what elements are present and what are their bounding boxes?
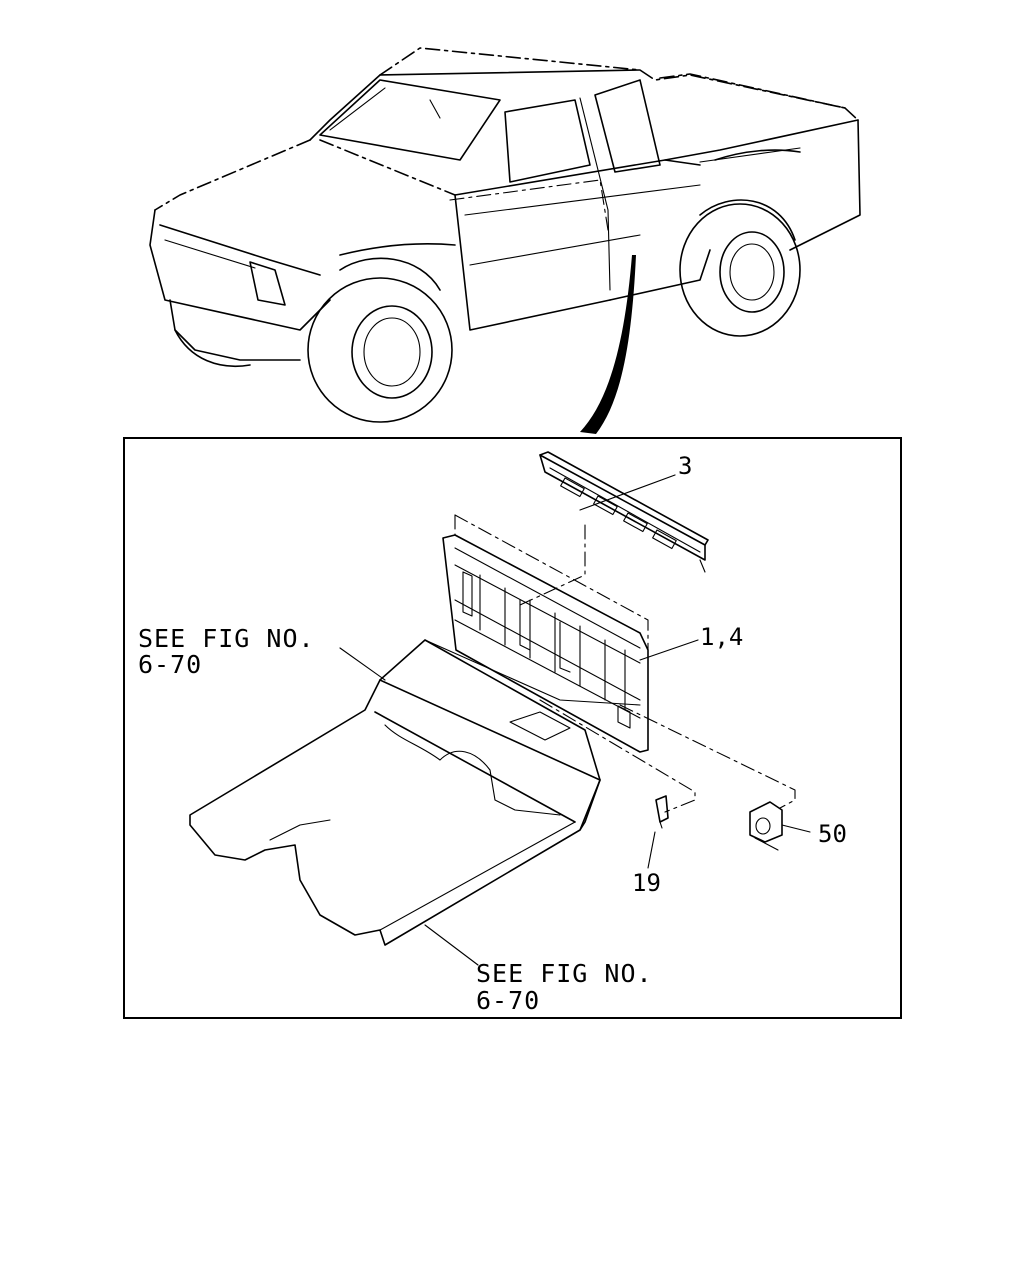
detail-frame [123,437,902,1019]
reference-upper-line2: 6-70 [138,650,202,679]
floor-panel [189,639,641,946]
reference-upper-line1: SEE FIG NO. [138,624,315,653]
part-50-mount [749,801,783,851]
callout-part-1-4: 1,4 [700,623,743,651]
pickup-truck-illustration [149,47,861,434]
callout-part-3: 3 [678,452,692,480]
connection-lines [339,474,811,966]
part-3-rail [539,451,709,573]
part-19-bracket [655,795,669,829]
callout-part-50: 50 [818,820,847,848]
reference-lower-line1: SEE FIG NO. [476,959,653,988]
reference-lower-line2: 6-70 [476,986,540,1015]
callout-part-19: 19 [632,869,661,897]
part-1-4-back-panel [442,514,649,753]
